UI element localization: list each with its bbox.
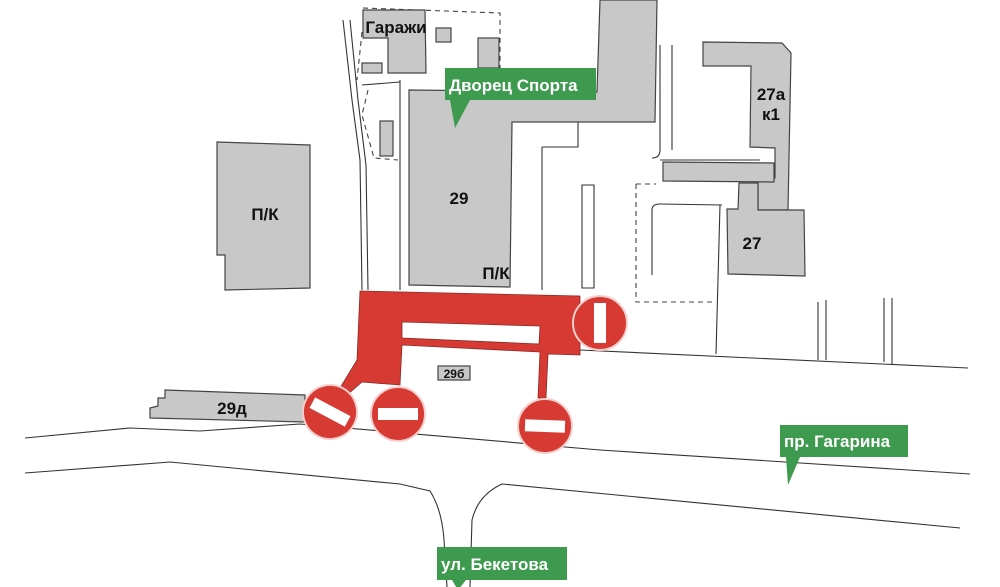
callout-beketova: ул. Бекетова (437, 547, 567, 587)
building-27 (726, 182, 806, 277)
callout-gagarina: пр. Гагарина (780, 425, 908, 485)
buildings (149, 0, 806, 423)
roads (24, 7, 971, 587)
callout-sport-palace: Дворец Спорта (445, 68, 596, 128)
label-garages: Гаражи (365, 18, 426, 37)
label-27: 27 (743, 234, 762, 253)
no-entry-sign-4 (572, 295, 628, 351)
label-sport-pk: П/К (482, 264, 510, 283)
no-entry-sign-3 (517, 398, 573, 454)
beketova-east-edge (469, 483, 961, 587)
building-29b (437, 365, 471, 381)
closed-zone (339, 290, 581, 399)
label-27a-k1: к1 (762, 105, 780, 124)
label-left-pk: П/К (251, 205, 279, 224)
no-entry-sign-2 (370, 386, 426, 442)
label-29b: 29б (444, 367, 465, 381)
building-garages (362, 9, 427, 74)
building-strip (662, 161, 775, 183)
gagarina-south-edge (24, 461, 448, 587)
gagarina-north-edge (24, 423, 971, 475)
svg-text:пр. Гагарина: пр. Гагарина (784, 432, 891, 451)
svg-text:ул. Бекетова: ул. Бекетова (441, 555, 549, 574)
label-29d: 29д (217, 399, 247, 418)
building-left-pk (216, 141, 311, 291)
no-entry-sign-1 (302, 384, 358, 440)
svg-text:Дворец Спорта: Дворец Спорта (449, 76, 578, 95)
label-27a: 27а (757, 85, 786, 104)
label-29: 29 (450, 189, 469, 208)
building-sport-palace (408, 0, 658, 288)
